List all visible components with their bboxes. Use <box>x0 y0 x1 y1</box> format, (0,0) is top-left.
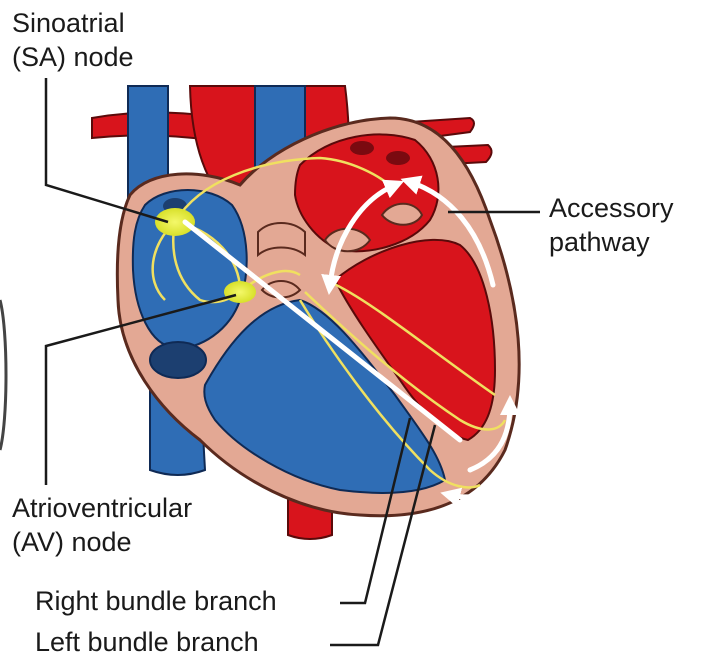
sa-node-label: Sinoatrial (SA) node <box>12 6 134 74</box>
right-bundle-branch-label: Right bundle branch <box>35 584 277 618</box>
left-bundle-branch-label: Left bundle branch <box>35 625 259 659</box>
av-node-label-line2: (AV) node <box>12 525 192 559</box>
pulmonary-vein-opening-2 <box>386 151 410 165</box>
pulmonary-vein-opening-1 <box>350 141 374 155</box>
accessory-pathway-label: Accessory pathway <box>549 191 674 259</box>
left-edge-fragment <box>0 300 6 450</box>
av-node-label: Atrioventricular (AV) node <box>12 491 192 559</box>
sa-node-label-line2: (SA) node <box>12 40 134 74</box>
accessory-pathway-label-line1: Accessory <box>549 191 674 225</box>
ivc-opening <box>150 342 206 378</box>
sa-node-label-line1: Sinoatrial <box>12 6 134 40</box>
av-node <box>224 281 256 303</box>
av-node-label-line1: Atrioventricular <box>12 491 192 525</box>
accessory-pathway-label-line2: pathway <box>549 225 674 259</box>
